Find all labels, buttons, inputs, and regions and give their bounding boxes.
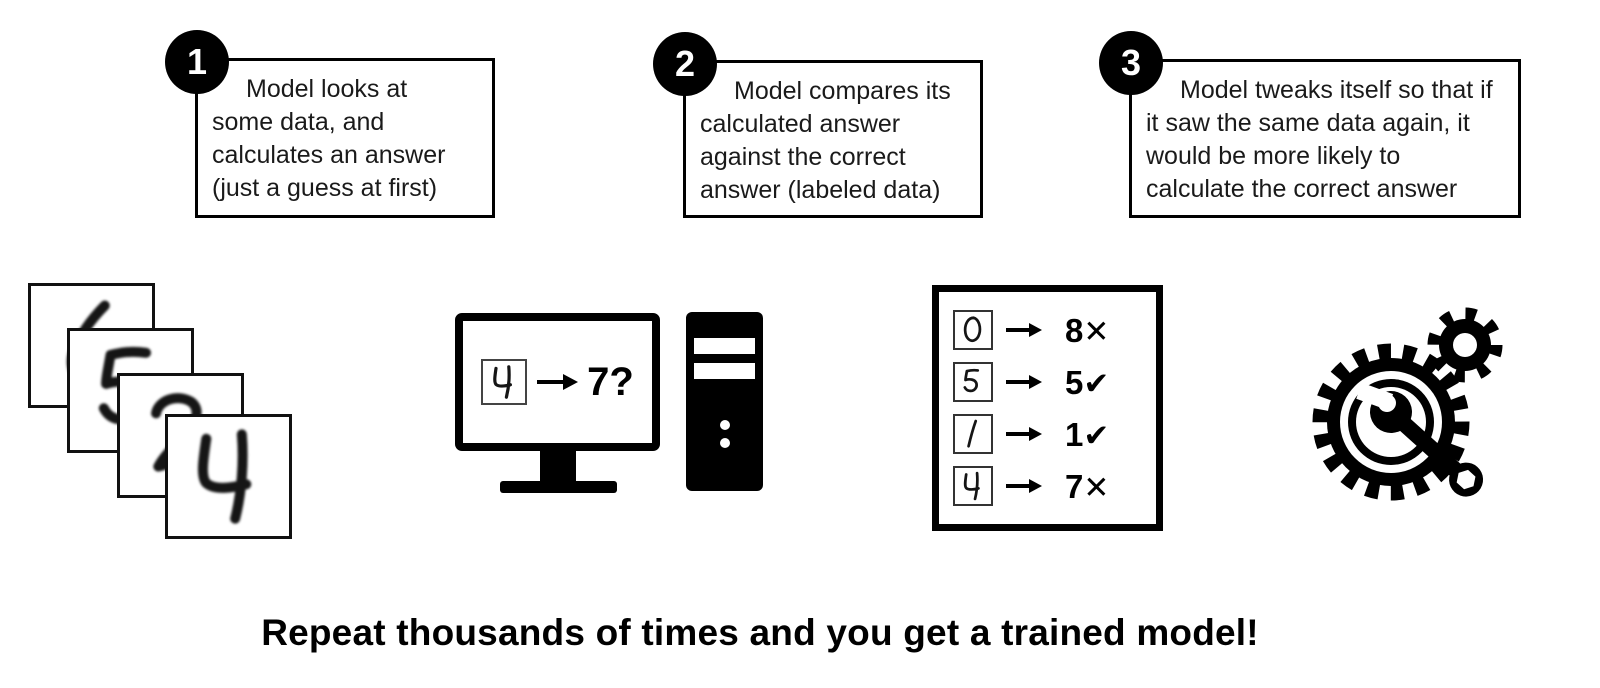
- handwritten-digit: [956, 469, 990, 503]
- wrong-mark: ✕: [1083, 313, 1110, 349]
- step-1-badge: 1: [165, 30, 229, 94]
- monitor-stand: [540, 451, 576, 482]
- labeled-data-row: 7✕: [953, 466, 1142, 506]
- handwritten-digit: [172, 421, 285, 532]
- prediction-result: 5✔: [1065, 366, 1109, 399]
- prediction-result: 7✕: [1065, 470, 1109, 503]
- gear-wrench-icon: [1303, 300, 1503, 525]
- monitor-icon: 7?: [455, 313, 660, 451]
- tower-button: [720, 438, 730, 448]
- step-2-text: Model compares its calculated answer aga…: [700, 77, 951, 204]
- step-2-callout: 2 Model compares its calculated answer a…: [653, 32, 983, 218]
- correct-mark: ✔: [1083, 417, 1110, 453]
- arrow-icon: [1005, 374, 1043, 390]
- caption: Repeat thousands of times and you get a …: [261, 612, 1259, 653]
- step-number: 2: [674, 43, 696, 84]
- mnist-card: [165, 414, 292, 539]
- digit-box: [953, 362, 993, 402]
- predicted-digit: 7: [1065, 467, 1084, 505]
- step-1-callout: 1 Model looks at some data, and calculat…: [165, 30, 495, 218]
- step-3-callout: 3 Model tweaks itself so that if it saw …: [1099, 31, 1521, 218]
- wrong-mark: ✕: [1083, 469, 1110, 505]
- step-3-text: Model tweaks itself so that if it saw th…: [1146, 76, 1493, 203]
- predicted-digit: 1: [1065, 415, 1084, 453]
- labeled-data-box: 8✕ 5✔ 1✔ 7✕: [932, 285, 1163, 531]
- arrow-icon: [1005, 426, 1043, 442]
- digit-box: [953, 466, 993, 506]
- labeled-data-row: 5✔: [953, 362, 1142, 402]
- predicted-digit: 8: [1065, 311, 1084, 349]
- step-3-badge: 3: [1099, 31, 1163, 95]
- digit-box: [953, 414, 993, 454]
- tower-vent: [694, 363, 755, 379]
- monitor-base: [500, 481, 617, 493]
- arrow-icon: [1005, 478, 1043, 494]
- step-number: 3: [1120, 42, 1142, 83]
- prediction-result: 1✔: [1065, 418, 1109, 451]
- tower-button: [720, 420, 730, 430]
- labeled-data-row: 1✔: [953, 414, 1142, 454]
- screen-digit-box: [481, 359, 528, 405]
- handwritten-digit: [484, 362, 524, 402]
- arrow-icon: [535, 372, 579, 392]
- correct-mark: ✔: [1083, 365, 1110, 401]
- handwritten-digit: [956, 365, 990, 399]
- mnist-card-stack: [25, 280, 310, 548]
- digit-box: [953, 310, 993, 350]
- step-2-badge: 2: [653, 32, 717, 96]
- step-number: 1: [186, 41, 208, 82]
- computer-tower-icon: [686, 312, 763, 491]
- handwritten-digit: [956, 313, 990, 347]
- predicted-digit: 5: [1065, 363, 1084, 401]
- labeled-data-row: 8✕: [953, 310, 1142, 350]
- prediction-text: 7?: [587, 360, 634, 404]
- prediction-result: 8✕: [1065, 314, 1109, 347]
- tower-vent: [694, 338, 755, 354]
- handwritten-digit: [956, 417, 990, 451]
- arrow-icon: [1005, 322, 1043, 338]
- step-1-text: Model looks at some data, and calculates…: [212, 75, 446, 202]
